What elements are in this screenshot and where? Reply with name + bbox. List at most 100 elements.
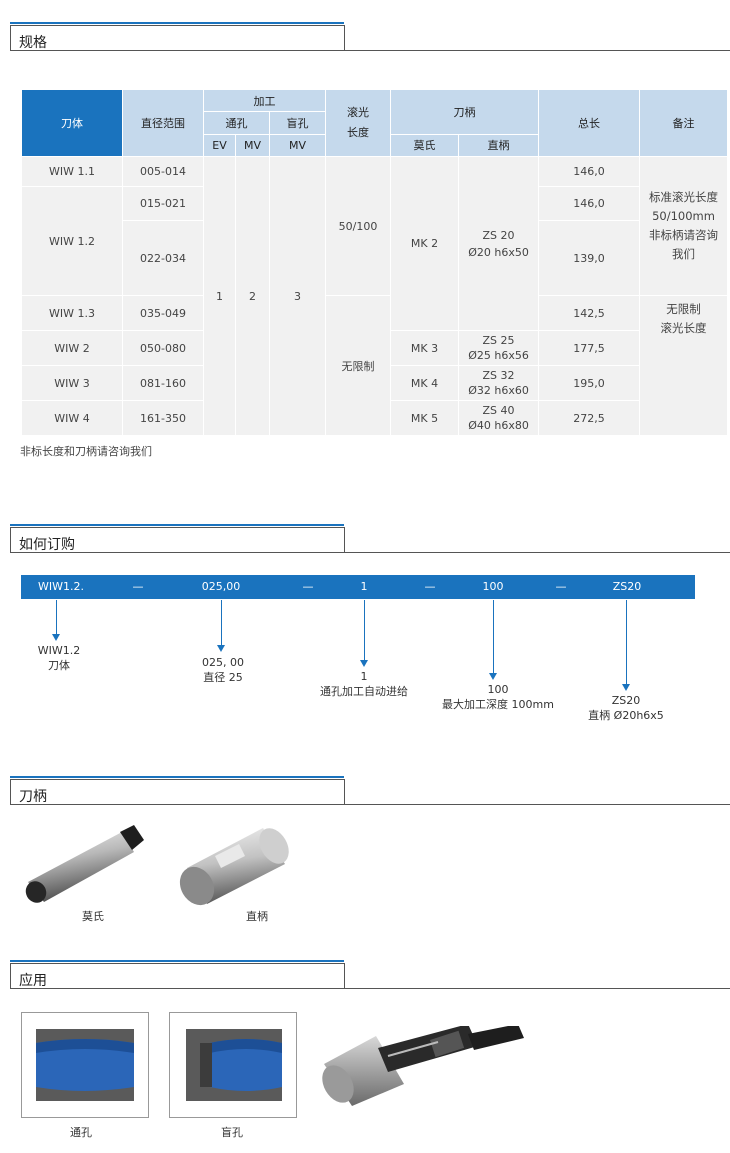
arrow-line xyxy=(493,600,494,673)
order-code-separator: — xyxy=(424,580,436,593)
col-header-blind-hole: 盲孔 xyxy=(268,111,327,135)
cell-straight-group: ZS 20 Ø20 h6x50 xyxy=(458,156,540,331)
col-header-mv-blind: MV xyxy=(268,133,327,158)
cell-range: 005-014 xyxy=(122,156,204,187)
blind-hole-image xyxy=(169,1012,297,1118)
cell-body: WIW 3 xyxy=(21,365,123,401)
order-label-depth: 100 最大加工深度 100mm xyxy=(442,682,554,712)
cell-body: WIW 2 xyxy=(21,330,123,366)
cell-total: 146,0 xyxy=(538,156,641,187)
cell-remark-std: 标准滚光长度 50/100mm 非标柄请咨询 我们 xyxy=(639,156,729,296)
order-code-feed: 1 xyxy=(360,580,368,593)
col-header-body: 刀体 xyxy=(21,89,123,157)
order-label-line: 直柄 Ø20h6x5 xyxy=(588,709,664,722)
order-label-line: 025, 00 xyxy=(202,656,244,669)
order-label-line: 刀体 xyxy=(48,659,70,672)
section-header-application: 应用 xyxy=(10,960,730,992)
cell-roller-unlimited: 无限制 xyxy=(325,295,392,436)
cell-morse-group: MK 2 xyxy=(390,156,460,331)
arrow-down-icon xyxy=(489,673,497,680)
cell-total: 195,0 xyxy=(538,365,641,401)
roller-tool-image xyxy=(322,1026,524,1106)
cell-body: WIW 1.2 xyxy=(21,186,123,296)
order-code-depth: 100 xyxy=(482,580,504,593)
caption-blind-hole: 盲孔 xyxy=(221,1126,243,1139)
cell-straight: ZS 40 Ø40 h6x80 xyxy=(458,400,540,436)
straight-shank-image xyxy=(179,828,289,906)
order-code-separator: — xyxy=(132,580,144,593)
col-header-shank: 刀柄 xyxy=(390,89,540,135)
section-header-order: 如何订购 xyxy=(10,524,730,556)
section-header-shank: 刀柄 xyxy=(10,776,730,808)
col-header-straight: 直柄 xyxy=(458,133,540,158)
cell-range: 015-021 xyxy=(122,186,204,221)
order-code-diameter: 025,00 xyxy=(201,580,241,593)
cell-roller-std: 50/100 xyxy=(325,156,392,296)
arrow-down-icon xyxy=(217,645,225,652)
col-header-through-hole: 通孔 xyxy=(203,111,270,135)
col-header-diameter-range: 直径范围 xyxy=(122,89,204,157)
cell-morse: MK 5 xyxy=(390,400,460,436)
arrow-down-icon xyxy=(360,660,368,667)
col-header-machining: 加工 xyxy=(202,88,327,113)
arrow-line xyxy=(56,600,57,634)
order-code-shank: ZS20 xyxy=(612,580,642,593)
order-label-line: WIW1.2 xyxy=(37,644,81,657)
order-label-feed: 1 通孔加工自动进给 xyxy=(320,669,408,699)
cell-range: 161-350 xyxy=(122,400,204,436)
section-title: 刀柄 xyxy=(19,789,47,805)
cell-body: WIW 4 xyxy=(21,400,123,436)
cell-range: 022-034 xyxy=(122,220,204,296)
cell-mv-blind: 3 xyxy=(268,156,327,436)
order-code-separator: — xyxy=(555,580,567,593)
arrow-down-icon xyxy=(622,684,630,691)
cell-ev: 1 xyxy=(203,156,236,436)
arrow-line xyxy=(626,600,627,684)
col-header-total-length: 总长 xyxy=(538,89,641,157)
order-code-bar: WIW1.2. — 025,00 — 1 — 100 — ZS20 xyxy=(21,575,695,599)
order-code-body: WIW1.2. xyxy=(38,580,84,593)
order-label-line: 1 xyxy=(360,670,368,683)
col-header-mv-through: MV xyxy=(235,133,270,158)
cell-range: 081-160 xyxy=(122,365,204,401)
order-label-diameter: 025, 00 直径 25 xyxy=(202,655,244,685)
order-label-line: ZS20 xyxy=(611,694,641,707)
section-title: 应用 xyxy=(19,973,47,989)
caption-through-hole: 通孔 xyxy=(70,1126,92,1139)
cell-straight: ZS 25 Ø25 h6x56 xyxy=(458,330,540,366)
col-header-morse: 莫氏 xyxy=(390,133,460,158)
order-label-line: 通孔加工自动进给 xyxy=(320,685,408,698)
section-title: 规格 xyxy=(19,35,47,51)
cell-total: 272,5 xyxy=(538,400,641,436)
col-header-remark: 备注 xyxy=(639,89,729,157)
order-label-line: 最大加工深度 100mm xyxy=(442,698,554,711)
order-label-shank: ZS20 直柄 Ø20h6x5 xyxy=(588,693,664,723)
cell-morse: MK 3 xyxy=(390,330,460,366)
caption-morse: 莫氏 xyxy=(82,910,104,923)
morse-shank-image xyxy=(25,825,144,903)
cell-range: 035-049 xyxy=(122,295,204,331)
arrow-line xyxy=(364,600,365,660)
col-header-roller-length: 滚光 长度 xyxy=(325,89,392,157)
section-title: 如何订购 xyxy=(19,537,75,553)
spec-note: 非标长度和刀柄请咨询我们 xyxy=(20,445,152,458)
arrow-line xyxy=(221,600,222,645)
col-header-ev: EV xyxy=(203,133,236,158)
order-code-separator: — xyxy=(302,580,314,593)
cell-straight: ZS 32 Ø32 h6x60 xyxy=(458,365,540,401)
order-label-line: 直径 25 xyxy=(203,671,243,684)
through-hole-image xyxy=(21,1012,149,1118)
cell-remark-unlimited: 无限制 滚光长度 xyxy=(639,295,729,436)
spec-table: 刀体 直径范围 加工 滚光 长度 刀柄 总长 备注 通孔 盲孔 EV MV MV… xyxy=(21,88,729,436)
caption-straight: 直柄 xyxy=(246,910,268,923)
cell-body: WIW 1.1 xyxy=(21,156,123,187)
cell-mv-through: 2 xyxy=(235,156,270,436)
cell-range: 050-080 xyxy=(122,330,204,366)
section-header-spec: 规格 xyxy=(10,22,730,54)
cell-total: 142,5 xyxy=(538,295,641,331)
cell-body: WIW 1.3 xyxy=(21,295,123,331)
order-label-line: 100 xyxy=(487,683,509,696)
arrow-down-icon xyxy=(52,634,60,641)
cell-morse: MK 4 xyxy=(390,365,460,401)
cell-total: 139,0 xyxy=(538,220,641,296)
